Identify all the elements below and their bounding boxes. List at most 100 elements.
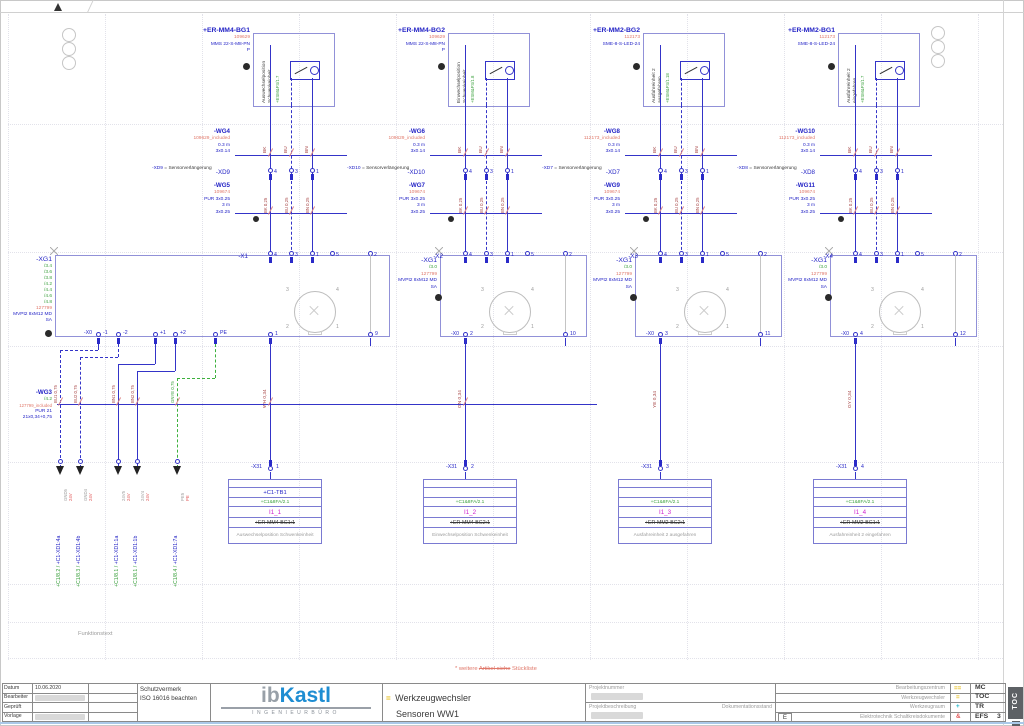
wire [80,357,81,468]
switch-contact-icon [684,66,698,75]
block-part: 127799 [615,271,632,277]
corner-mark-icon [630,247,638,255]
socket-icon [853,168,858,173]
title-divider [137,683,138,722]
wire-color-tag: GNYE 0,75 [170,381,175,403]
block-xref: /3.0 [623,265,632,271]
pin-number: 4 [469,169,472,175]
cable-part: 109674 [408,190,425,196]
connector-tag: -X0 [645,331,654,337]
corner-mark-icon [825,247,833,255]
cable-type: PUR 3x0.25 [204,196,230,202]
wire-pe [215,344,216,378]
destination-xref: +C1/8.1 / [114,564,120,587]
cable-part: 109674 [603,190,620,196]
structure-label: Bearbeitungszentrum [895,685,945,691]
device-tag: +ER-MM4-BG1 [202,27,250,34]
block-type: MVPt2 8xM12 MD [593,278,632,284]
field-label-dokumentationsstand: Dokumentationsstand [721,704,772,710]
pin-icon [310,251,315,256]
wire-color-tag: BN 0,25 [305,197,310,213]
structure-label: Werkzeugwechsler [901,695,945,701]
cable-spec: 3x0.25 [605,209,620,215]
wire [118,364,155,365]
destination-tag: +C1-XD1:7a [173,535,179,565]
socket-icon [484,168,489,173]
wire-stub [270,472,271,480]
company-logo: ibKastl INGENIEURBÜRO [213,685,379,716]
switch-contact-icon [489,66,503,75]
wire-stub [370,338,371,346]
block-type: MVPt2 8xM12 MD [788,278,827,284]
pin-number: 1 [511,252,514,258]
equals-sign: = [554,166,558,171]
sensor-xref: +ESM&FS/1.7 [860,75,865,103]
wire [291,78,292,105]
device-part-number: 109629 [428,35,445,41]
wire-color-tag: BU 0,25 [674,197,679,213]
wire-color-tag: BU 0,25 [284,197,289,213]
face-pin-number: 1 [921,324,924,330]
device-icon [448,216,454,222]
device-icon [45,330,52,337]
wire-color-tag: BN1 0,75 [111,385,116,403]
cable-label: -WG9 109674 PUR 3x0.25 3 m 3x0.25 [520,182,620,216]
connector-function: Sensorverlängerung [753,166,797,171]
wire-color-tag: BU [479,146,484,153]
pin-number: 9 [375,331,378,337]
grid-line [881,14,882,660]
destination-xref: +C1/8.1 / [133,564,139,587]
wire-color-tag: BU [284,146,289,153]
wire [876,105,877,255]
cable-length: 0.3 m [803,142,815,148]
output-circle-icon [505,66,514,75]
cable-spec: 3x0.25 [215,209,230,215]
pin-number: 3 [295,252,298,258]
plug-icon [875,174,878,180]
block-part: 127799 [810,271,827,277]
cable-line [57,404,597,405]
face-pin-number: 3 [286,287,289,293]
terminal-function-text: Auswechselposition Schwenkeinheit [228,527,322,544]
block-xref: /3.0 [818,265,827,271]
wire-stub [955,338,956,346]
face-pin-number: 1 [726,324,729,330]
wire [465,105,466,255]
field-label-projektbeschreibung: Projektbeschreibung [589,704,637,710]
device-type2: P [246,48,250,54]
wire-color-tag: BN [500,146,505,153]
socket-icon [268,466,273,471]
cable-part: 109674 [798,190,815,196]
wire-color-tag: BN [695,146,700,153]
wire [876,78,877,105]
block-tag: -XG1 [36,256,52,263]
grid-line [299,14,300,660]
frame-right-line [1003,0,1004,726]
device-part-number: 112173 [624,35,640,41]
redacted-value [591,693,643,700]
socket-icon [58,459,63,464]
plant-designation: = Werkzeugwechsler Sensoren WW1 [386,686,471,721]
wire [60,350,61,468]
device-label: +ER-MM4-BG2 109629 MMS 22-S-M8-PN P [335,26,445,55]
block-xref: /4.2 [43,282,52,288]
connector-function: Sensorverlängerung [168,166,212,171]
plant-line2: Sensoren WW1 [396,709,460,720]
connector-tag: -XD7 [542,166,553,171]
terminal-box: +C1-TB1 +C1&8FA/2.1 I1_1 +ER-MM4-BG1:1 A… [228,479,322,544]
equals-sign: = [386,694,391,703]
pin-number: 4 [469,252,472,258]
plug-icon [311,174,314,180]
cable-length: 0.3 m [218,142,230,148]
socket-icon [268,168,273,173]
signal-code: 24V [126,493,131,501]
block-xref: /3.8 [43,276,52,282]
toc-tab[interactable]: TOC [1008,687,1023,719]
cable-tag: -WG4 [213,128,230,135]
socket-icon [116,459,121,464]
face-pin-number: 3 [481,287,484,293]
pin-number: 10 [570,331,576,337]
cable-length: 0.3 m [413,142,425,148]
wire [507,78,508,105]
